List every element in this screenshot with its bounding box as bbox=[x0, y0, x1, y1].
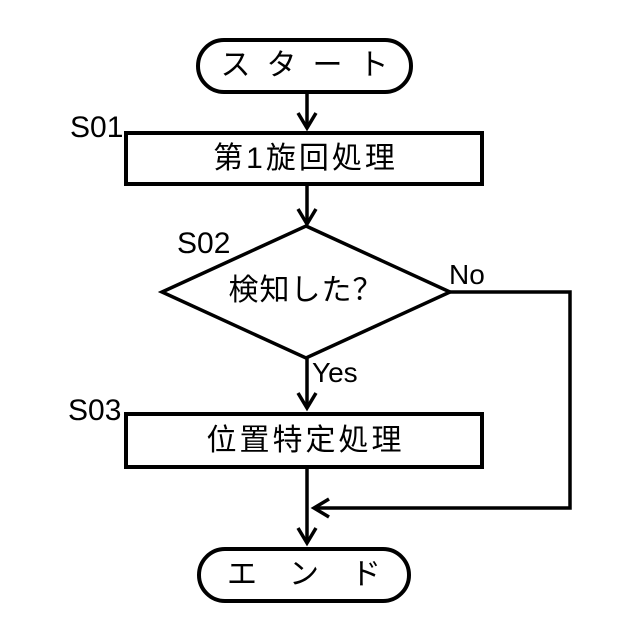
process-box-s03: 位置特定処理 bbox=[124, 412, 484, 469]
step-id-s01: S01 bbox=[70, 111, 124, 144]
decision-label-s02: 検知した？ bbox=[228, 274, 384, 307]
edge-s02-no-arrow bbox=[310, 290, 572, 519]
end-terminal: エンド bbox=[197, 547, 411, 603]
branch-label-yes: Yes bbox=[312, 357, 358, 388]
end-terminal-label: エンド bbox=[227, 558, 413, 591]
process-label-s01: 第1旋回処理 bbox=[213, 141, 398, 175]
process-label-s03: 位置特定処理 bbox=[206, 423, 405, 457]
branch-label-no: No bbox=[449, 259, 485, 290]
step-id-s03: S03 bbox=[68, 394, 122, 427]
process-box-s01: 第1旋回処理 bbox=[124, 131, 484, 186]
start-terminal-label: スタート bbox=[220, 49, 405, 82]
start-terminal: スタート bbox=[196, 38, 413, 94]
step-id-s02: S02 bbox=[177, 227, 231, 260]
